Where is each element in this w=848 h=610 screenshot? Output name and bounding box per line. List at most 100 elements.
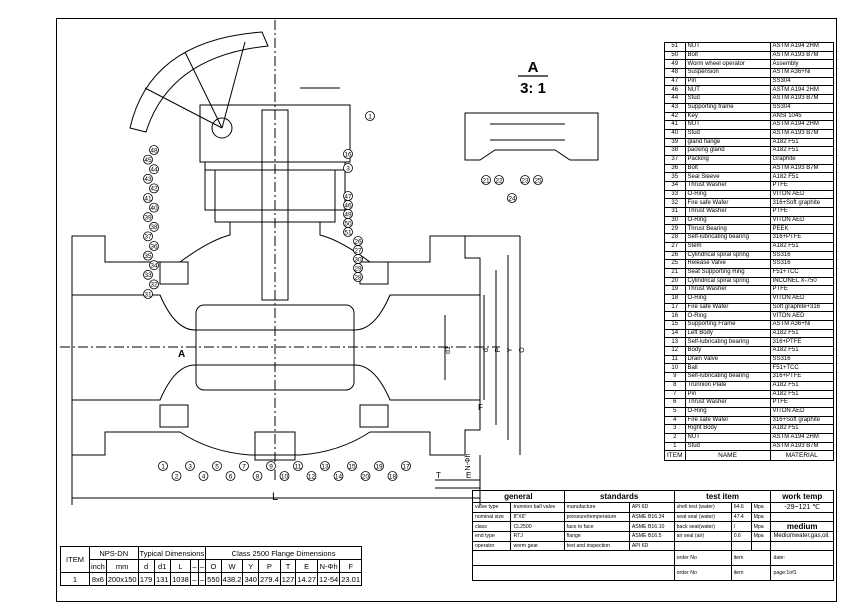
title-block-cell: shell test (water) xyxy=(673,502,732,513)
part-item: 30 xyxy=(664,215,686,226)
title-block-cell: operator xyxy=(471,540,512,551)
part-item: 14 xyxy=(664,328,686,339)
part-name: packing gland xyxy=(684,146,771,156)
part-material: 316+Soft graphite xyxy=(769,198,835,209)
title-block-cell: end type xyxy=(471,531,512,542)
callout-left: 45 xyxy=(143,154,153,165)
part-name: O-Ring xyxy=(684,293,771,304)
part-material: Soft graphite+316 xyxy=(769,302,835,313)
dim-col-header: T xyxy=(279,559,297,573)
callout-bottom: 7 xyxy=(239,461,249,471)
svg-text:30: 30 xyxy=(354,256,362,263)
callout-right: 26 xyxy=(353,236,363,246)
dim-value: 179 xyxy=(137,572,155,586)
callout-left: 43 xyxy=(143,173,153,184)
part-material: ASTM A194 2HM xyxy=(769,85,835,96)
handwheel xyxy=(129,31,269,133)
dim-label-F: F xyxy=(478,403,483,412)
title-block-cell: valve type xyxy=(471,502,512,513)
part-item: 43 xyxy=(664,102,686,113)
title-block-cell xyxy=(730,540,752,551)
callout-detail: 25 xyxy=(533,175,543,185)
part-item: 33 xyxy=(664,189,686,200)
part-material: SS316 xyxy=(769,250,835,261)
callout-detail: 23 xyxy=(520,175,530,185)
part-item: 28 xyxy=(664,233,686,243)
part-name: NUT xyxy=(684,120,771,130)
callout-left: 35 xyxy=(143,250,153,261)
dim-value: 550 xyxy=(205,572,222,586)
svg-text:8: 8 xyxy=(256,473,260,480)
date-label: date: xyxy=(770,550,834,566)
dim-col-header: d xyxy=(137,559,155,573)
dim-col-header: N-Φh xyxy=(317,559,341,573)
svg-text:41: 41 xyxy=(144,195,152,202)
svg-text:26: 26 xyxy=(354,238,362,245)
callout-right: 50 xyxy=(343,218,353,228)
title-block-cell xyxy=(673,540,732,551)
part-name: Thrust Washer xyxy=(684,207,771,217)
part-material: A182 F51 xyxy=(769,346,835,356)
title-block-cell: pressure/temperature xyxy=(563,511,630,522)
svg-text:13: 13 xyxy=(321,463,329,470)
part-material: F51+TCC xyxy=(769,267,835,278)
part-name: Stem xyxy=(684,241,771,252)
svg-text:48: 48 xyxy=(150,147,158,154)
dim-label-vertical: d1 xyxy=(445,346,452,354)
part-name: NUT xyxy=(684,42,771,52)
part-name: Seal Sleeve xyxy=(684,172,771,182)
callout-bottom: 15 xyxy=(347,461,357,471)
part-material: 316+PTFE xyxy=(769,233,835,243)
part-item: 44 xyxy=(664,94,686,104)
dim-col-header: mm xyxy=(105,559,139,573)
callout-bottom: 19 xyxy=(374,461,384,471)
title-block-cell: 47.4 xyxy=(730,511,752,522)
title-block-cell: ASME B16.5 xyxy=(628,531,675,542)
callout-left: 44 xyxy=(149,164,159,175)
svg-text:33: 33 xyxy=(144,272,152,279)
test-item-header: test item xyxy=(673,490,772,503)
temp-value: -29~121 ℃ xyxy=(770,502,834,513)
part-item: 8 xyxy=(664,380,686,391)
callout-bottom: 5 xyxy=(212,461,222,471)
part-item: 46 xyxy=(664,85,686,96)
part-name: Supporting frame xyxy=(684,102,771,113)
title-block: general standards test item work temp va… xyxy=(471,490,834,581)
callout-left: 48 xyxy=(149,145,159,155)
part-name: Fire safe Wafer xyxy=(684,415,771,426)
part-name: Worm wheel operator xyxy=(684,59,771,70)
callout-right: 27 xyxy=(353,245,363,255)
callout-left: 31 xyxy=(143,289,153,299)
part-material: Graphite xyxy=(769,154,835,165)
part-item: 27 xyxy=(664,241,686,252)
part-material: PEEK xyxy=(769,224,835,235)
part-item: 25 xyxy=(664,259,686,269)
dim-label-T: T xyxy=(436,471,441,480)
title-block-cell: flange xyxy=(563,531,630,542)
part-material: A182 F51 xyxy=(769,146,835,156)
svg-text:24: 24 xyxy=(508,195,516,202)
part-item: 4 xyxy=(664,415,686,426)
part-material: ASTM A193 B7M xyxy=(769,441,835,452)
svg-text:37: 37 xyxy=(144,234,152,241)
dim-value: – xyxy=(197,572,207,586)
dim-item-header: ITEM xyxy=(60,546,90,573)
title-block-cell: CL2500 xyxy=(510,521,565,532)
part-item: 37 xyxy=(664,154,686,165)
callout-detail: 24 xyxy=(507,193,517,203)
part-name: Supporting Frame xyxy=(684,320,771,330)
part-item: 17 xyxy=(664,302,686,313)
part-material: VITON AED xyxy=(769,311,835,321)
